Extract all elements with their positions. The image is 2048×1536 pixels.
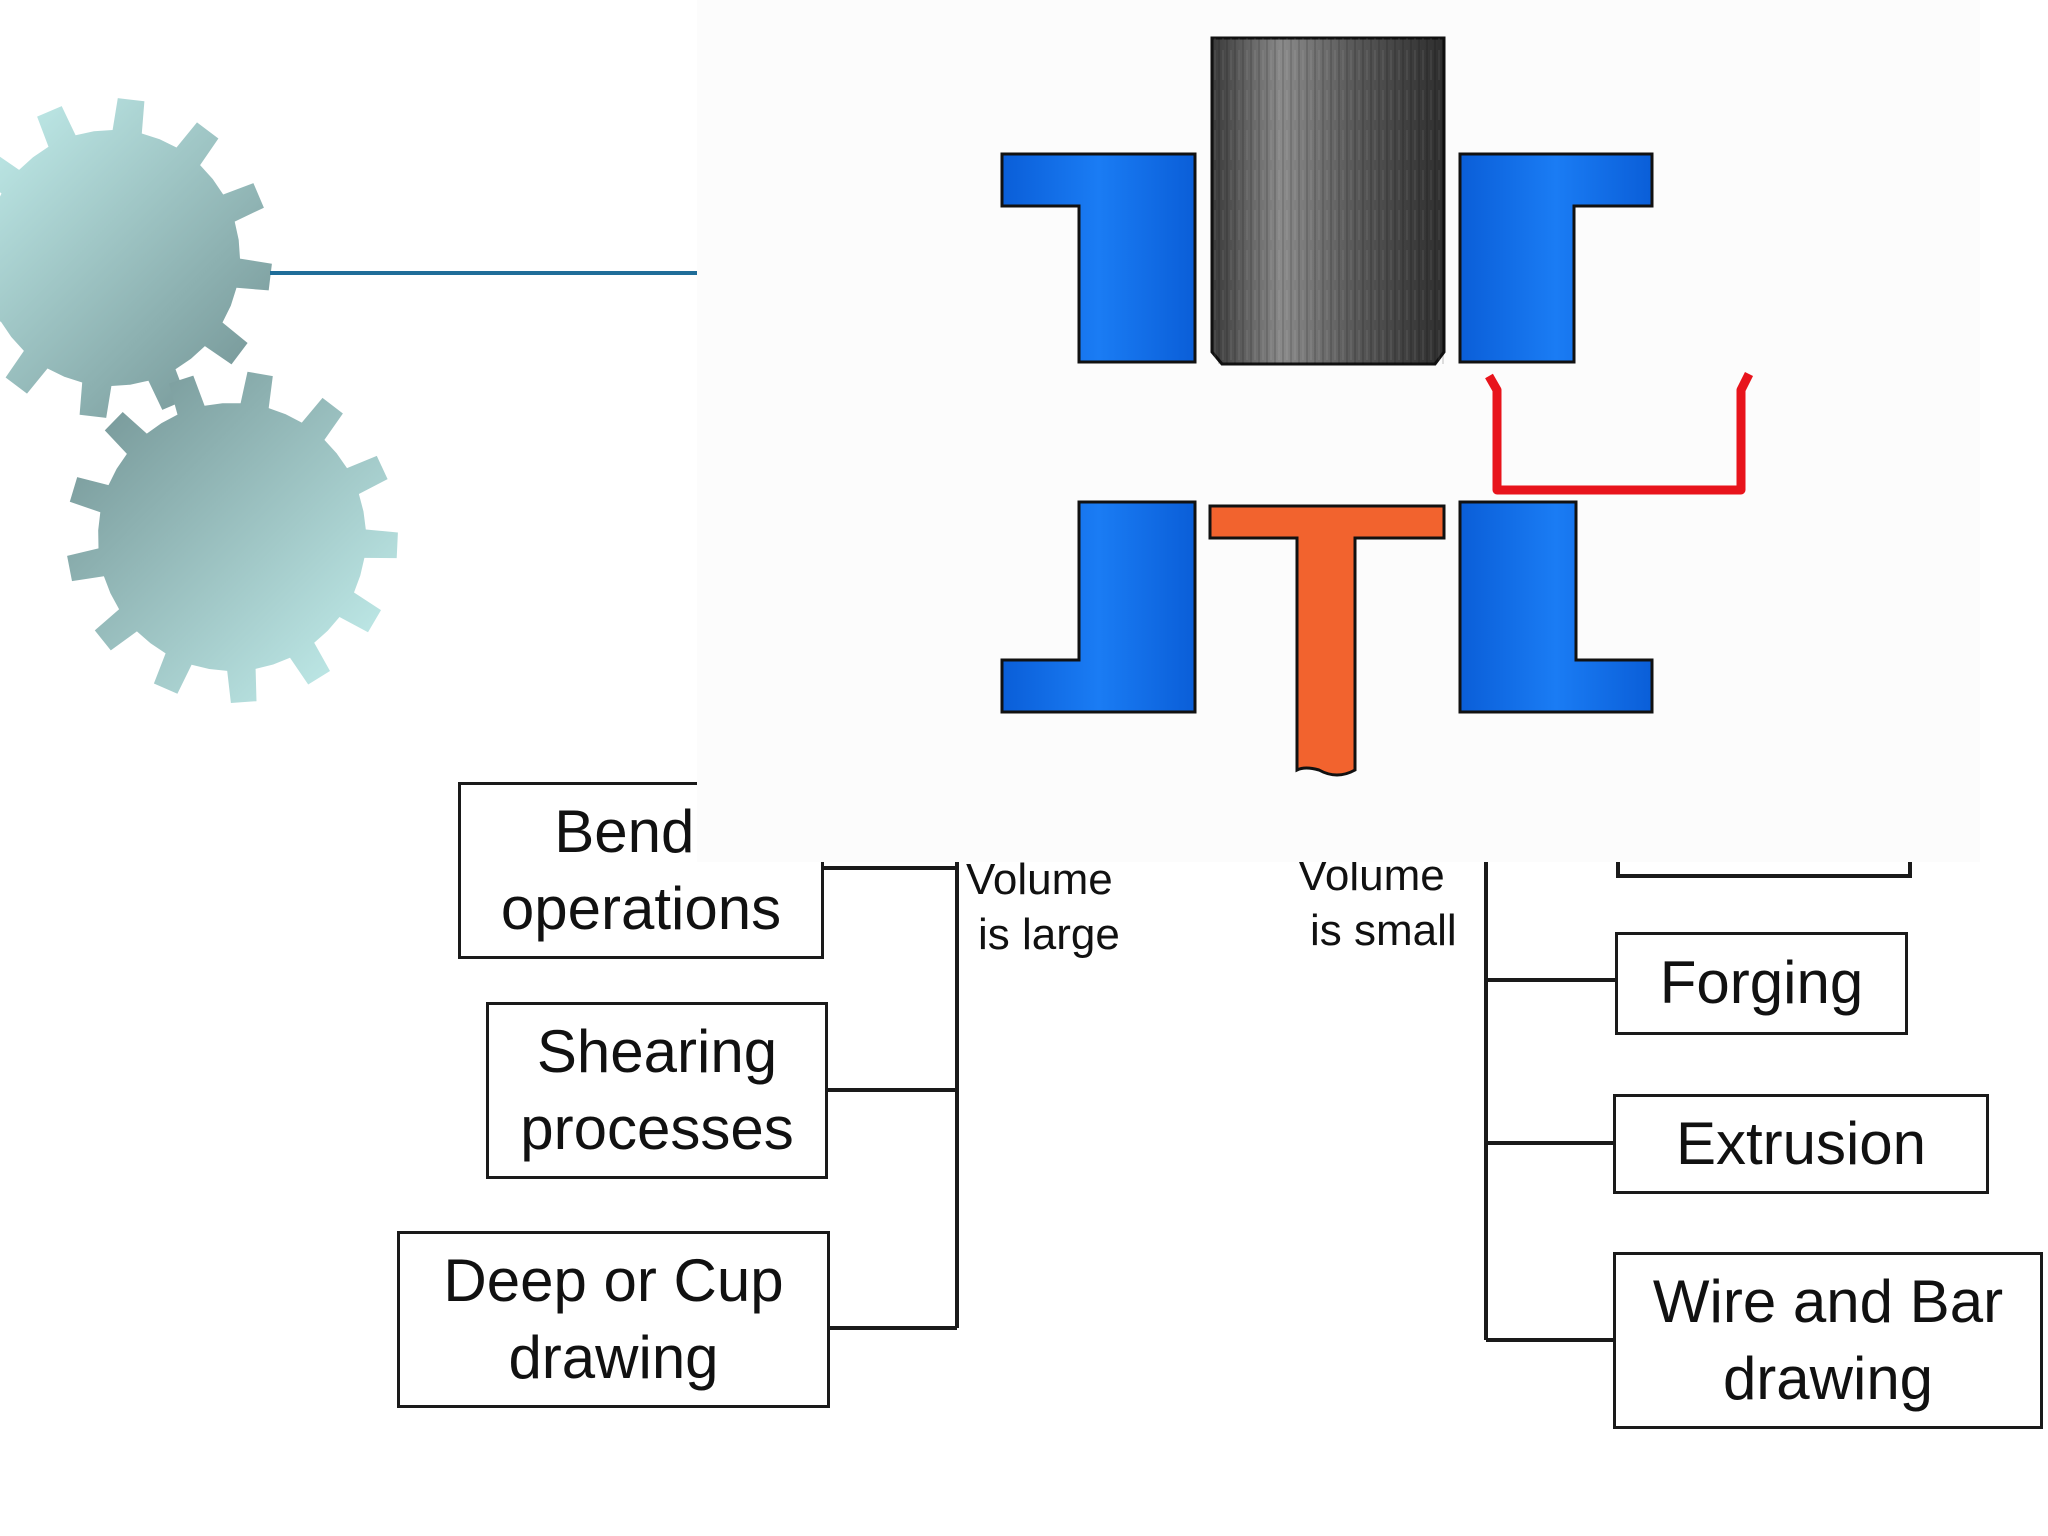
process-box-wire-bar-drawing: Wire and Bar drawing xyxy=(1613,1252,2043,1429)
lower-right-die xyxy=(1458,500,1654,714)
process-line: drawing xyxy=(508,1323,719,1391)
process-line: processes xyxy=(520,1094,794,1162)
process-box-extrusion: Extrusion xyxy=(1613,1094,1989,1194)
forming-die-icon xyxy=(1000,36,1754,777)
process-line: operations xyxy=(500,874,782,942)
lower-left-die xyxy=(1000,500,1197,714)
volume-large-line2: is large xyxy=(978,910,1120,960)
process-box-deep-drawing: Deep or Cup drawing xyxy=(397,1231,830,1408)
process-line: Forging xyxy=(1659,949,1864,1017)
process-box-shearing: Shearing processes xyxy=(486,1002,828,1179)
volume-small-line2: is small xyxy=(1310,906,1457,956)
hidden-box-edge xyxy=(1616,858,1912,878)
forming-die-image xyxy=(697,0,1980,862)
gear-shape xyxy=(67,371,398,703)
formed-cup-part xyxy=(1485,371,1754,495)
upper-right-die xyxy=(1458,152,1654,364)
process-line: Extrusion xyxy=(1675,1109,1927,1177)
gear-icon xyxy=(0,98,272,418)
process-box-forging: Forging xyxy=(1615,932,1908,1035)
volume-small-label: Volume is small xyxy=(1298,848,1457,959)
gear-icon xyxy=(67,371,398,703)
process-line: Shearing xyxy=(536,1017,778,1085)
upper-left-die xyxy=(1000,152,1197,364)
volume-large-line1: Volume xyxy=(966,855,1113,904)
volume-large-label: Volume is large xyxy=(966,852,1120,963)
gear-shape xyxy=(0,98,272,418)
ejector-pin xyxy=(1208,504,1446,777)
process-line: drawing xyxy=(1722,1344,1934,1412)
process-line: Deep or Cup xyxy=(443,1246,784,1314)
process-line: Wire and Bar xyxy=(1652,1267,2004,1335)
